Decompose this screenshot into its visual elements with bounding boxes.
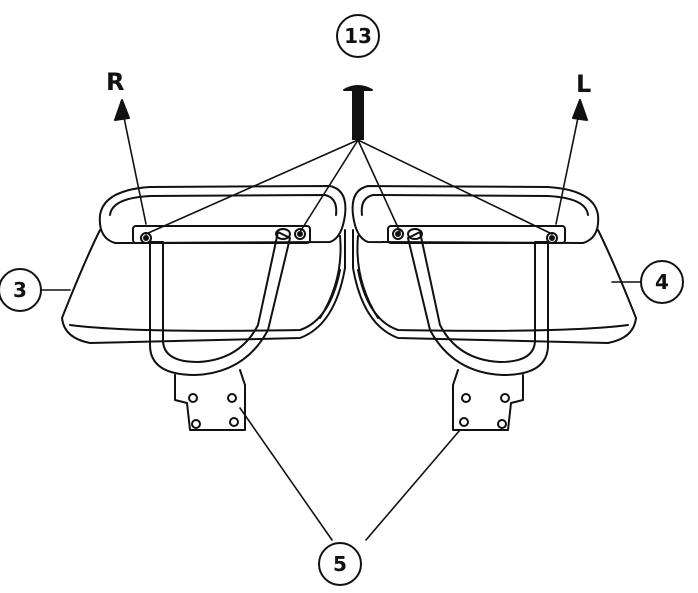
left-armrest-pad-body (352, 229, 637, 344)
arrowhead-l (572, 99, 588, 121)
side-label-right: R (106, 68, 125, 96)
screw-part (343, 85, 373, 140)
right-armrest (61, 185, 347, 431)
callout-left-pad: 4 (640, 260, 684, 304)
right-armrest-pad-top (98, 185, 347, 244)
left-bracket (452, 369, 524, 431)
callout-right-pad: 3 (0, 268, 42, 312)
callout-screw: 13 (336, 14, 380, 58)
right-bracket (174, 369, 246, 431)
leader-lines (39, 107, 641, 541)
left-armrest (351, 185, 637, 431)
right-tube-frame (149, 231, 291, 376)
left-mount-plate (387, 225, 566, 244)
left-armrest-pad-top (351, 185, 600, 244)
left-tube-frame (407, 231, 549, 376)
side-label-left: L (576, 70, 592, 98)
right-armrest-pad-body (61, 229, 346, 344)
arrowhead-r (114, 99, 130, 121)
right-mount-plate (132, 225, 311, 244)
callout-brackets: 5 (318, 542, 362, 586)
